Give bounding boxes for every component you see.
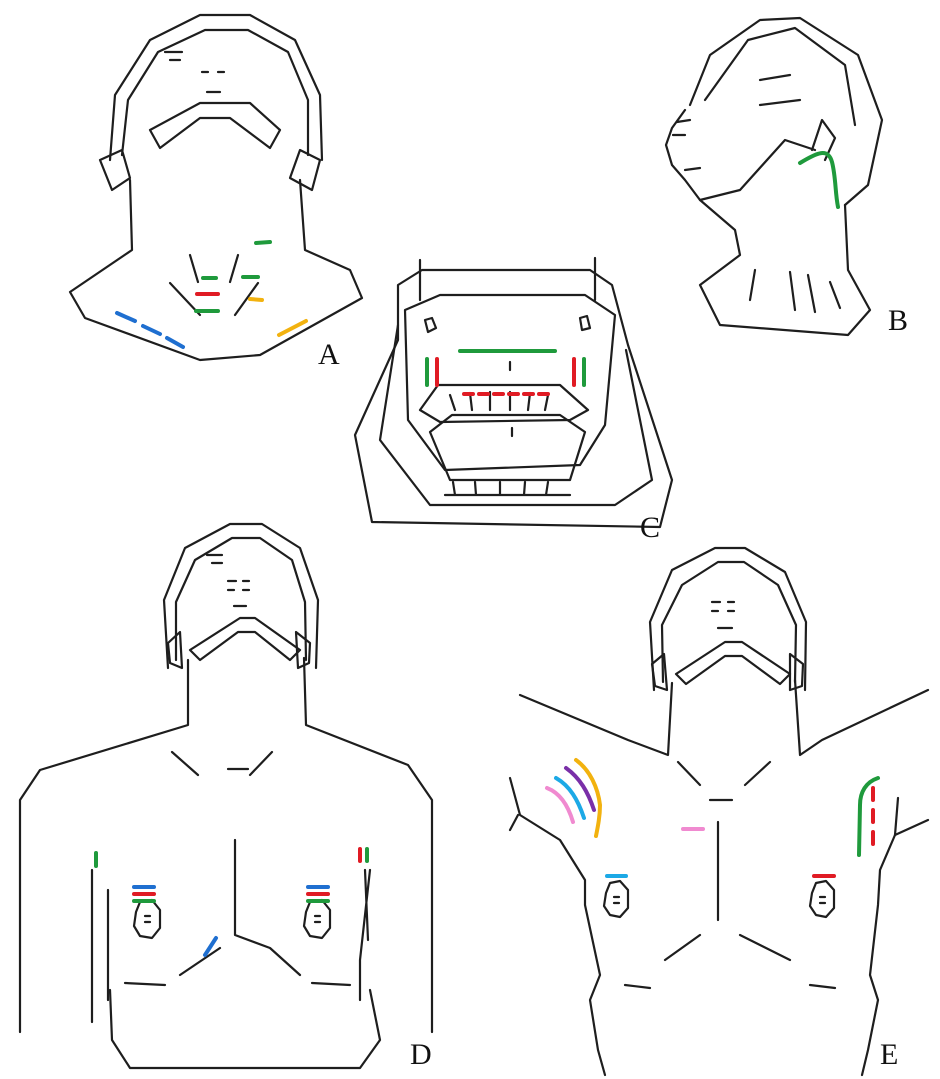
nipple-e-left [604,881,628,917]
panel-c-label: C [640,511,660,544]
marker-e-pink-arc [547,788,573,822]
panel-c-markers [427,351,584,394]
panel-a: A [70,15,362,371]
panel-b-outline [666,18,882,335]
nipple-d-right [304,900,330,938]
marker-a-green-1 [256,242,270,243]
panel-b-label: B [888,304,908,337]
marker-b-green-1 [800,153,838,207]
panel-b: B [666,18,908,337]
marker-a-blue-1 [117,313,135,321]
panel-d-outline [20,524,432,1068]
nipple-d-left [134,900,160,938]
panel-d-nipples [134,900,330,938]
panel-e: E [510,548,928,1075]
panel-a-label: A [318,338,340,371]
marker-a-blue-3 [167,338,183,347]
panel-a-markers [117,242,306,347]
panel-e-label: E [880,1038,898,1071]
panel-d: D [20,524,432,1071]
marker-a-blue-2 [143,326,160,334]
panel-d-label: D [410,1038,432,1071]
panel-d-markers [96,849,367,955]
panel-a-outline [70,15,362,360]
panel-c: C [355,258,672,544]
marker-a-orange-1 [250,299,262,300]
panel-e-outline [510,548,928,1075]
panel-e-markers [547,760,878,876]
marker-a-orange-2 [279,321,306,335]
nipple-e-right [810,881,834,917]
marker-e-green-axilla [859,778,878,855]
